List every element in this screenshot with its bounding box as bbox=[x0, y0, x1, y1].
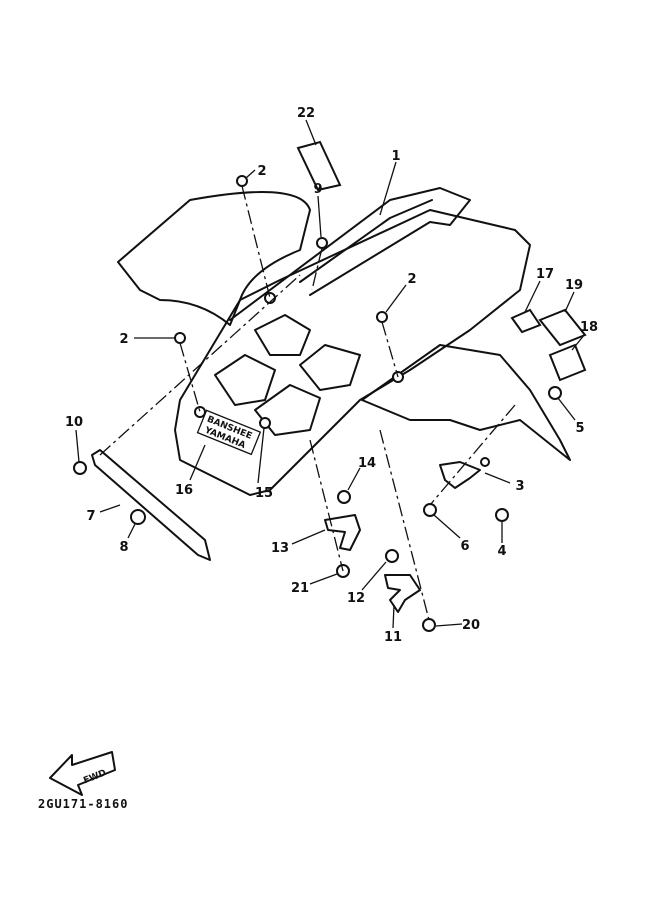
callout-3: 3 bbox=[515, 479, 524, 494]
callout-17: 17 bbox=[536, 267, 554, 282]
decal-22 bbox=[296, 140, 342, 192]
callout-2: 2 bbox=[257, 164, 266, 179]
left-fender-wing bbox=[117, 191, 311, 326]
callout-12: 12 bbox=[347, 591, 365, 606]
bracket-13 bbox=[324, 514, 361, 551]
callout-10: 10 bbox=[65, 415, 83, 430]
callout-1: 1 bbox=[391, 149, 400, 164]
callout-21: 21 bbox=[291, 581, 309, 596]
fwd-arrow-icon: FWD bbox=[49, 751, 116, 796]
callout-19: 19 bbox=[565, 278, 583, 293]
callout-20: 20 bbox=[462, 618, 480, 633]
diagram-code: 2GU171-8160 bbox=[38, 797, 128, 811]
bracket-11 bbox=[384, 574, 421, 613]
callout-16: 16 bbox=[175, 483, 193, 498]
callout-18: 18 bbox=[580, 320, 598, 335]
callout-5: 5 bbox=[575, 421, 584, 436]
bracket-3 bbox=[439, 461, 481, 489]
rear-fender-body bbox=[174, 209, 531, 496]
banshee-yamaha-emblem: BANSHEE YAMAHA bbox=[196, 409, 262, 456]
callout-22: 22 bbox=[297, 106, 315, 121]
callout-14: 14 bbox=[358, 456, 376, 471]
callout-2: 2 bbox=[407, 272, 416, 287]
fasteners bbox=[73, 175, 562, 632]
decal-19 bbox=[538, 308, 587, 347]
seat-rail bbox=[229, 187, 471, 321]
leader-lines bbox=[75, 119, 586, 629]
callout-8: 8 bbox=[119, 540, 128, 555]
stay-bar bbox=[91, 449, 211, 561]
callout-7: 7 bbox=[86, 509, 95, 524]
callout-9: 9 bbox=[313, 182, 322, 197]
callout-6: 6 bbox=[460, 539, 469, 554]
callout-15: 15 bbox=[255, 486, 273, 501]
callout-13: 13 bbox=[271, 541, 289, 556]
callout-11: 11 bbox=[384, 630, 402, 645]
decal-18 bbox=[548, 343, 587, 382]
callout-2: 2 bbox=[119, 332, 128, 347]
right-fender-wing bbox=[361, 344, 571, 461]
svg-text:FWD: FWD bbox=[82, 768, 108, 786]
callout-4: 4 bbox=[497, 544, 506, 559]
decal-17 bbox=[510, 308, 542, 334]
